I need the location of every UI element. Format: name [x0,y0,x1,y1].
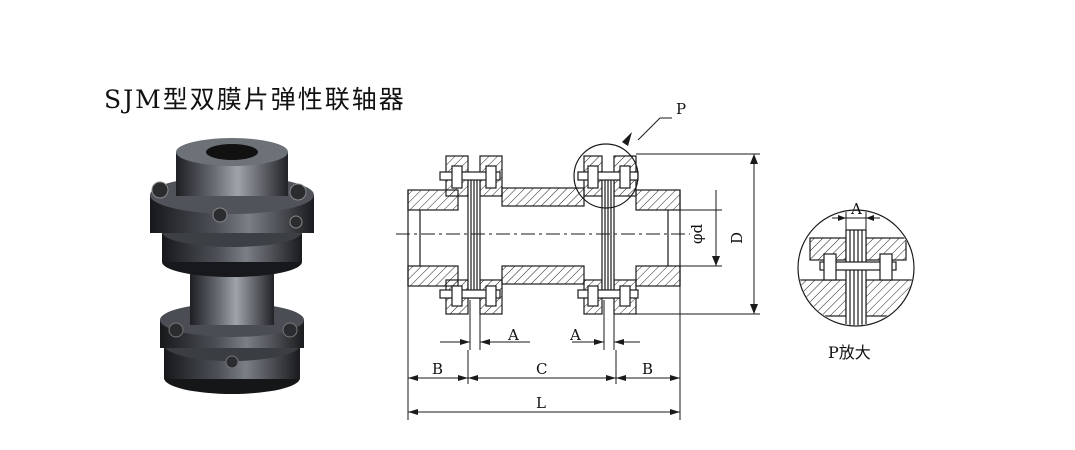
page-title: SJM型双膜片弹性联轴器 [104,85,406,114]
bolt-icon [289,183,307,201]
label-b-right: B [642,360,653,378]
label-p: P [676,100,686,118]
detail-view-p [797,209,915,327]
detail-label-a: A [850,200,862,218]
label-c: C [536,360,547,378]
bolt-icon [151,181,169,199]
label-d: D [728,232,746,244]
label-l: L [536,394,546,412]
coupling-photo [150,138,314,394]
bolt-icon [212,207,228,223]
label-phi-d: φd [688,223,706,244]
bolt-icon [225,355,239,369]
label-b-left: B [432,360,443,378]
bolt-icon [282,322,298,338]
label-a-right: A [569,326,581,344]
bolt-icon [289,215,303,229]
label-a-left: A [507,326,519,344]
bolt-icon [168,322,184,338]
detail-caption: P放大 [828,343,871,362]
section-drawing [396,117,690,315]
dimension-lines [407,153,760,420]
